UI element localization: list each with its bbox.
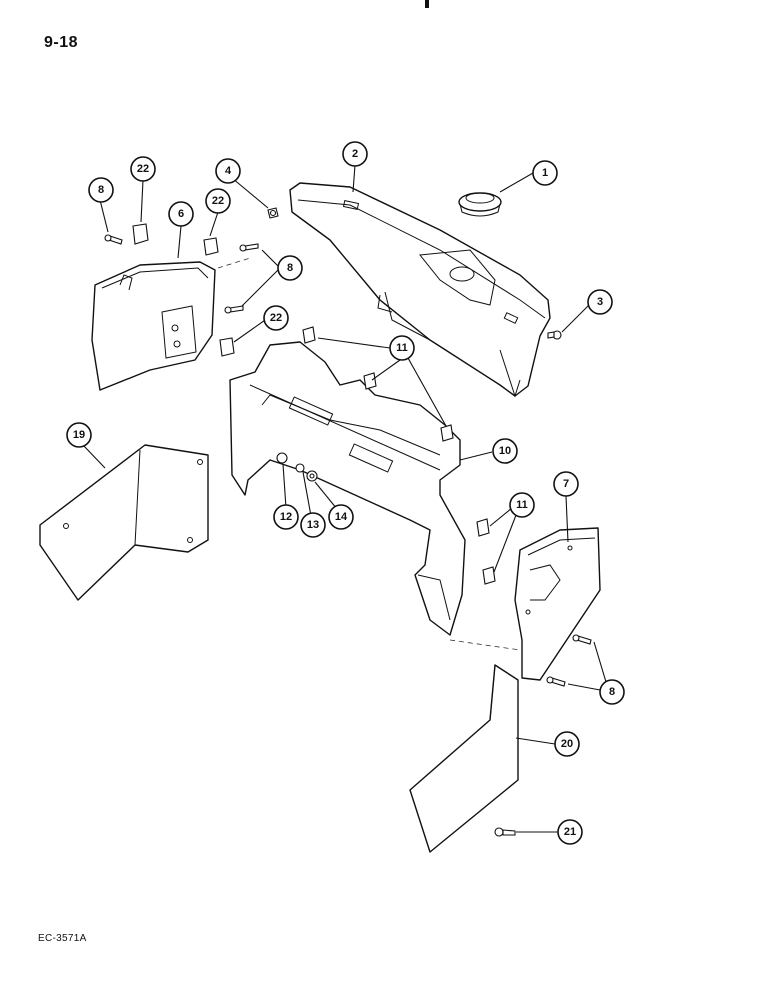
part-center-bracket: [229, 341, 466, 636]
svg-text:20: 20: [561, 738, 573, 750]
leader-lines: [82, 164, 607, 833]
svg-text:1: 1: [542, 167, 548, 179]
svg-text:8: 8: [287, 262, 293, 274]
callout-6: 6: [168, 201, 194, 227]
part-left-side-panel: [39, 444, 209, 601]
callout-11-upper: 11: [389, 335, 415, 361]
svg-text:6: 6: [178, 208, 184, 220]
callout-22-lower: 22: [263, 305, 289, 331]
hardware-clips: [104, 207, 592, 837]
callout-8-left: 8: [88, 177, 114, 203]
part-left-lower-cover: [91, 261, 216, 391]
svg-text:19: 19: [73, 429, 85, 441]
svg-text:10: 10: [499, 445, 511, 457]
callout-10: 10: [492, 438, 518, 464]
callout-1: 1: [532, 160, 558, 186]
part-right-side-panel: [409, 664, 519, 853]
callout-13: 13: [300, 512, 326, 538]
part-grommet: [458, 192, 502, 217]
page-number: 9-18: [44, 34, 79, 51]
callout-22-mid: 22: [205, 188, 231, 214]
svg-text:22: 22: [270, 312, 282, 324]
svg-text:8: 8: [609, 686, 615, 698]
svg-text:14: 14: [335, 511, 348, 523]
svg-text:22: 22: [212, 195, 224, 207]
part-right-lower-cover: [514, 527, 601, 681]
svg-text:3: 3: [597, 296, 603, 308]
part-upper-cover: [289, 182, 551, 398]
callout-8-right: 8: [599, 679, 625, 705]
svg-text:22: 22: [137, 163, 149, 175]
svg-text:12: 12: [280, 511, 292, 523]
callout-21: 21: [557, 819, 583, 845]
svg-text:11: 11: [516, 499, 528, 511]
top-crop-mark: [425, 0, 429, 8]
callout-19: 19: [66, 422, 92, 448]
svg-text:2: 2: [352, 148, 358, 160]
callout-8-center: 8: [277, 255, 303, 281]
callout-14: 14: [328, 504, 354, 530]
callout-4: 4: [215, 158, 241, 184]
callout-20: 20: [554, 731, 580, 757]
callout-22-left: 22: [130, 156, 156, 182]
svg-text:7: 7: [563, 478, 569, 490]
svg-text:11: 11: [396, 342, 408, 354]
callout-2: 2: [342, 141, 368, 167]
svg-text:4: 4: [225, 165, 232, 177]
callout-12: 12: [273, 504, 299, 530]
svg-text:21: 21: [564, 826, 576, 838]
svg-text:8: 8: [98, 184, 104, 196]
callout-3: 3: [587, 289, 613, 315]
figure-reference: EC-3571A: [38, 933, 87, 944]
callout-11-lower: 11: [509, 492, 535, 518]
svg-text:13: 13: [307, 519, 319, 531]
callout-7: 7: [553, 471, 579, 497]
